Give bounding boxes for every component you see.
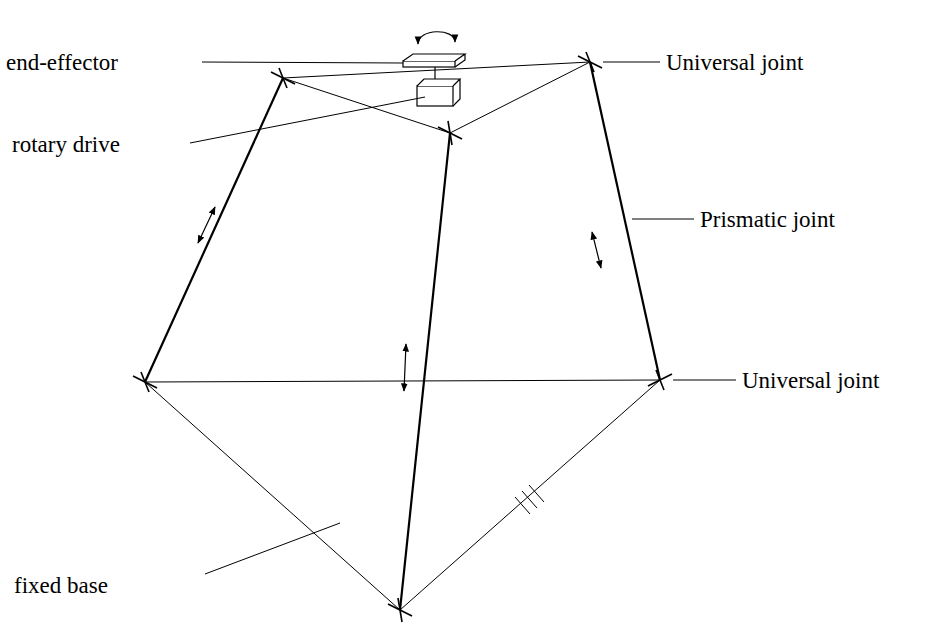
moving-platform-triangle	[283, 62, 590, 133]
part-label: Universal joint	[666, 51, 803, 74]
rotary-drive-assembly	[403, 32, 465, 106]
prismatic-legs	[145, 62, 660, 610]
universal-joint-marks	[133, 52, 672, 622]
part-label: fixed base	[14, 574, 108, 597]
ground-hatch	[515, 485, 544, 514]
leader-lines	[190, 62, 736, 574]
part-label: rotary drive	[12, 133, 120, 156]
fixed-base-triangle	[145, 380, 660, 610]
motion-arrows	[198, 207, 601, 391]
part-label: end-effector	[6, 51, 118, 74]
part-label: Universal joint	[742, 369, 879, 392]
part-label: Prismatic joint	[700, 208, 835, 231]
